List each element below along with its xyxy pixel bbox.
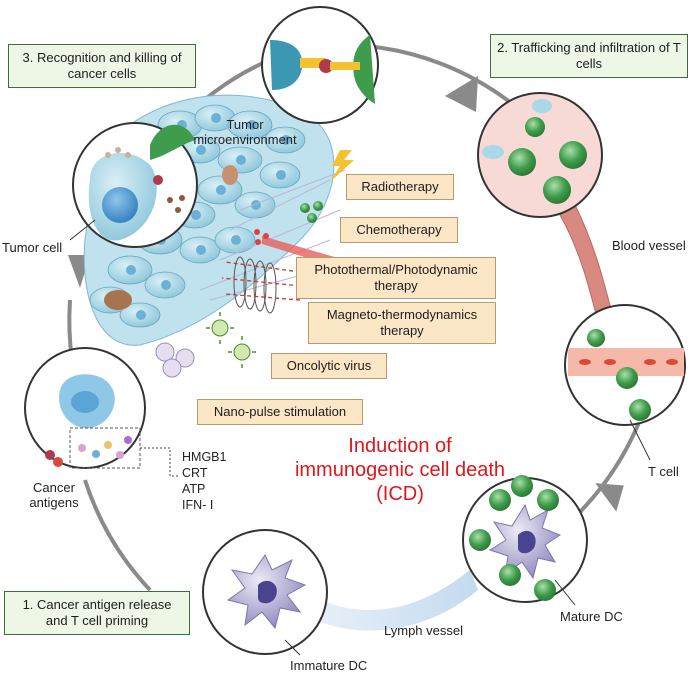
icd-title: Induction of immunogenic cell death (ICD…: [290, 434, 510, 506]
therapy-magneto: Magneto-thermodynamics therapy: [308, 302, 496, 344]
step-2-box: 2. Trafficking and infiltration of T cel…: [490, 34, 688, 78]
inset-blood: [477, 92, 603, 218]
label-immature-dc: Immature DC: [290, 658, 368, 673]
nano-particles-icon: [155, 342, 195, 378]
label-tumor-microenvironment: Tumor microenvironment: [193, 117, 297, 147]
step-3-box: 3. Recognition and killing of cancer cel…: [8, 44, 196, 88]
lightning-icon: [330, 150, 354, 182]
inset-antigen: [24, 347, 146, 469]
therapy-oncolytic: Oncolytic virus: [271, 353, 387, 379]
molecule-list: HMGB1 CRT ATP IFN- Ⅰ: [182, 449, 226, 513]
molecule-crt: CRT: [182, 466, 208, 480]
therapy-nanopulse: Nano-pulse stimulation: [197, 399, 363, 425]
therapy-photothermal: Photothermal/Photodynamic therapy: [296, 257, 496, 299]
lymph-vessel-shape: [320, 570, 478, 631]
label-tumor-cell: Tumor cell: [2, 240, 63, 255]
molecule-ifn: IFN- Ⅰ: [182, 498, 214, 512]
magnetic-field-arrows: [221, 261, 301, 301]
icd-line-1: Induction of: [348, 435, 452, 457]
inset-killing: [72, 122, 198, 248]
therapy-chemotherapy: Chemotherapy: [340, 217, 458, 243]
cycle-arrow-top: [445, 76, 478, 112]
chemo-particles-icon: [300, 201, 323, 223]
molecule-hmgb1: HMGB1: [182, 450, 227, 464]
inset-extravasation: [564, 304, 686, 426]
label-blood-vessel: Blood vessel: [612, 238, 686, 253]
therapy-radiotherapy: Radiotherapy: [346, 174, 454, 200]
cycle-arrow-right: [595, 483, 624, 512]
step-1-box: 1. Cancer antigen release and T cell pri…: [4, 591, 190, 635]
oncolytic-virus-icon: [206, 312, 256, 368]
molecule-atp: ATP: [182, 482, 206, 496]
label-cancer-antigens: Cancer antigens: [29, 480, 79, 510]
label-lymph-vessel: Lymph vessel: [384, 623, 463, 638]
inset-immature-dc: [202, 529, 328, 655]
icd-line-2: immunogenic cell death: [294, 459, 506, 481]
molecule-connector: [140, 447, 180, 477]
label-mature-dc: Mature DC: [560, 609, 623, 624]
label-leaders: [69, 219, 651, 656]
inset-synapse: [261, 6, 379, 124]
magnetic-coil-icon: [233, 256, 277, 314]
label-t-cell: T cell: [648, 464, 679, 479]
icd-line-3: (ICD): [376, 483, 424, 505]
inset-mature-dc: [462, 475, 588, 603]
